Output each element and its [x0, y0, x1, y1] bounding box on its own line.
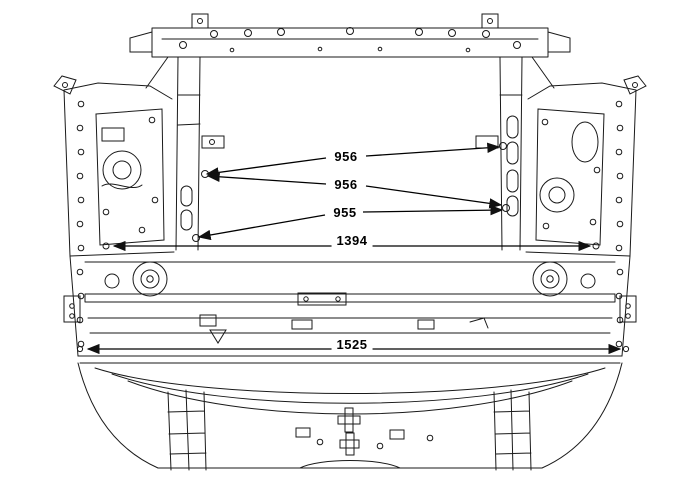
body-linework	[53, 13, 647, 471]
dim-arrow-956-lower-left	[206, 171, 327, 185]
dim-arrow-956-upper-right	[365, 142, 501, 157]
dim-arrow-956-upper-left	[205, 157, 327, 178]
dimension-label-955: 955	[328, 205, 362, 221]
dimension-label-1394: 1394	[331, 233, 373, 249]
dimension-lines	[86, 142, 622, 355]
dim-arrow-955-left	[197, 214, 326, 241]
dim-arrow-956-lower-right	[365, 185, 503, 209]
dimension-label-956-upper: 956	[329, 149, 363, 165]
dimension-label-956-lower: 956	[329, 177, 363, 193]
dimension-label-1525: 1525	[331, 337, 373, 353]
dim-arrow-955-right	[362, 204, 504, 216]
